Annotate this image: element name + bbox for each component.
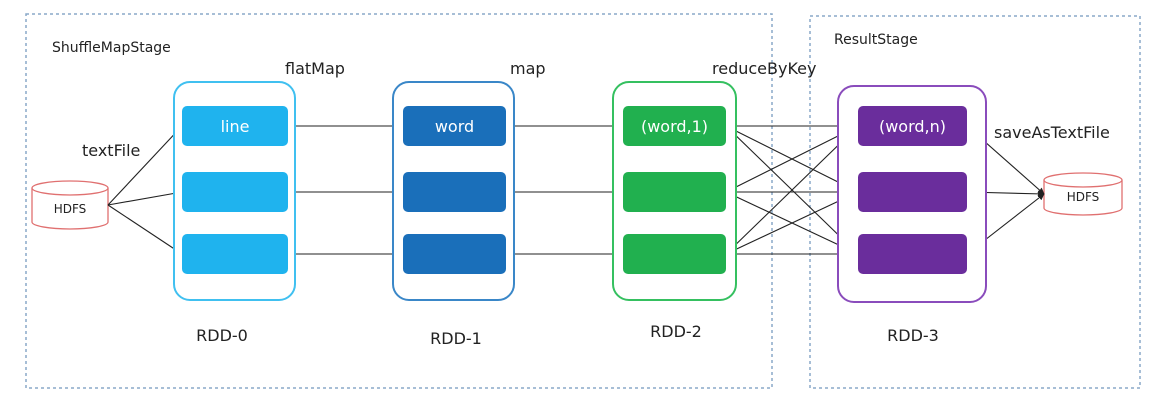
rdd-2-partition-0-label: (word,1) <box>641 117 708 136</box>
op-flat-map-label: flatMap <box>285 59 345 78</box>
rdd-0-partition-0 <box>182 106 288 146</box>
rdd-2-group: (word,1) RDD-2 <box>612 81 737 341</box>
rdd-2-name: RDD-2 <box>650 322 702 341</box>
rdd-1-partition-0-label: word <box>435 117 474 136</box>
op-map-label: map <box>510 59 546 78</box>
rdd-3-partition-0-label: (word,n) <box>879 117 946 136</box>
rdd-3-name: RDD-3 <box>887 326 939 345</box>
rdd-0-partition-2 <box>182 234 288 274</box>
shuffle-map-stage-box <box>25 13 773 389</box>
rdd-2-partition-0 <box>623 106 726 146</box>
rdd-3-partition-1 <box>858 172 967 212</box>
edge-shuffle-2-to-1 <box>725 191 859 255</box>
edge-hdfs-to-rdd0-1 <box>107 189 183 206</box>
edge-shuffle-1-to-0 <box>725 125 859 193</box>
rdd-0-partition-1 <box>182 172 288 212</box>
rdd-1-name: RDD-1 <box>430 329 482 348</box>
rdd-1-partition-0 <box>403 106 506 146</box>
rdd-2-partition-1 <box>623 172 726 212</box>
op-reduce-by-key-label: reduceByKey <box>712 59 816 78</box>
rdd-2-partition-2 <box>623 234 726 274</box>
rdd-1-partition-1 <box>403 172 506 212</box>
op-save-as-text-file-label: saveAsTextFile <box>994 123 1110 142</box>
op-text-file-label: textFile <box>82 141 140 160</box>
result-stage-box <box>809 15 1141 389</box>
rdd-0-name: RDD-0 <box>196 326 248 345</box>
edges-group <box>107 122 1045 258</box>
edge-shuffle-2-to-0 <box>725 125 859 255</box>
hdfs-output-cylinder: HDFS <box>1043 172 1123 216</box>
rdd-0-partition-0-label: line <box>221 117 250 136</box>
edge-hdfs-to-rdd0-0 <box>107 125 183 206</box>
rdd-3-partition-0 <box>858 106 967 146</box>
hdfs-input-cylinder: HDFS <box>31 180 109 230</box>
result-stage-label: ResultStage <box>834 32 918 48</box>
edge-hdfs-to-rdd0-2 <box>107 204 183 255</box>
rdd-3-partition-2 <box>858 234 967 274</box>
rdd-3-group: (word,n) RDD-3 <box>837 85 987 345</box>
rdd-1-partition-2 <box>403 234 506 274</box>
shuffle-map-stage-label: ShuffleMapStage <box>52 40 171 56</box>
hdfs-input-label: HDFS <box>54 202 87 216</box>
hdfs-output-label: HDFS <box>1067 190 1100 204</box>
